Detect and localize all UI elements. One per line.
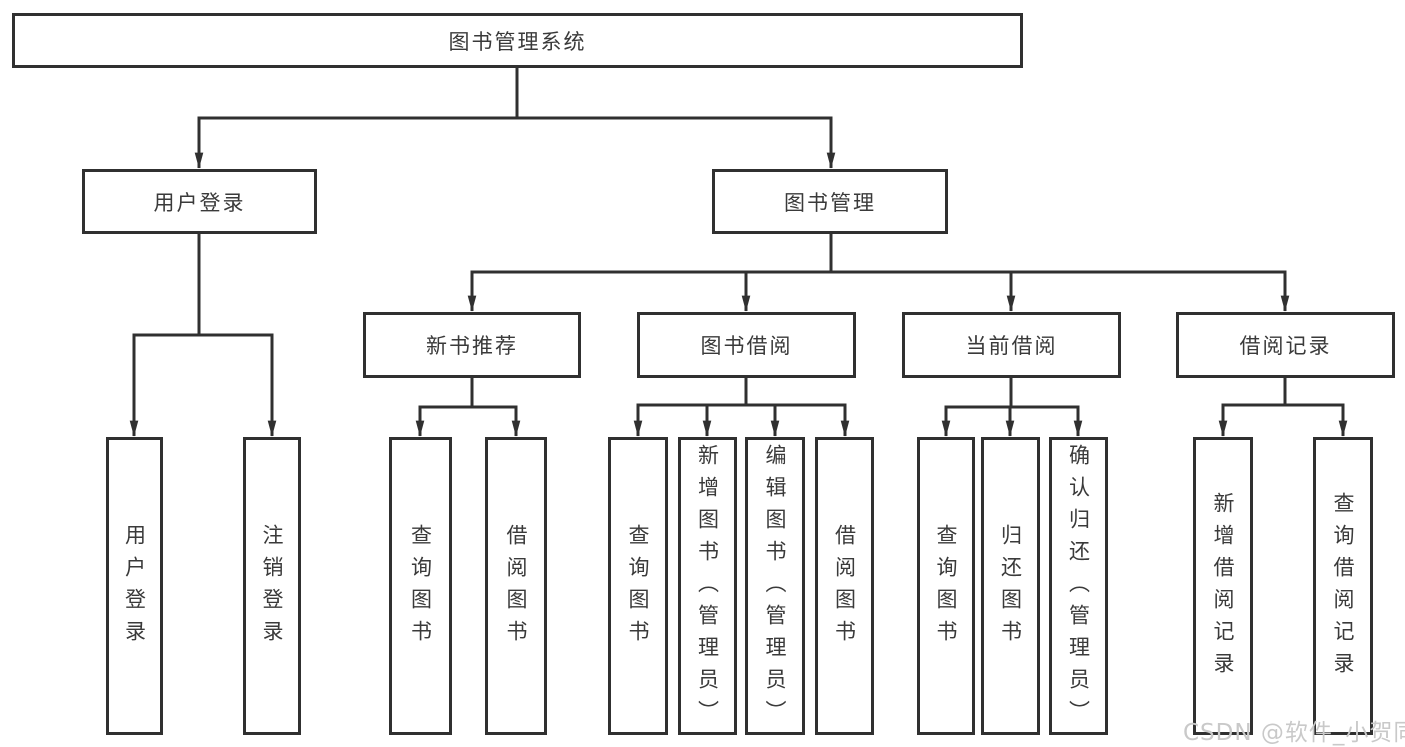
leaf-query-books-borrow: 查询图书 <box>608 437 668 735</box>
leaf-query-borrow-record: 查询借阅记录 <box>1313 437 1373 735</box>
node-current-borrow: 当前借阅 <box>902 312 1121 378</box>
leaf-logout: 注销登录 <box>243 437 301 735</box>
leaf-query-books-current: 查询图书 <box>917 437 975 735</box>
node-book-borrow: 图书借阅 <box>637 312 856 378</box>
csdn-watermark: CSDN @软件_小贺同学 <box>1183 720 1405 746</box>
leaf-add-borrow-record: 新增借阅记录 <box>1193 437 1253 735</box>
leaf-query-books-recommend: 查询图书 <box>389 437 452 735</box>
node-new-book-recommend: 新书推荐 <box>363 312 581 378</box>
node-root-library-system: 图书管理系统 <box>12 13 1023 68</box>
leaf-borrow-books-recommend: 借阅图书 <box>485 437 547 735</box>
leaf-confirm-return-admin: 确认归还（管理员） <box>1049 437 1108 735</box>
leaf-return-books: 归还图书 <box>981 437 1040 735</box>
leaf-add-books-admin: 新增图书（管理员） <box>678 437 737 735</box>
node-borrow-records: 借阅记录 <box>1176 312 1395 378</box>
node-book-management: 图书管理 <box>712 169 948 234</box>
node-user-login: 用户登录 <box>82 169 317 234</box>
leaf-edit-books-admin: 编辑图书（管理员） <box>745 437 805 735</box>
leaf-borrow-books: 借阅图书 <box>815 437 874 735</box>
leaf-user-login: 用户登录 <box>106 437 163 735</box>
